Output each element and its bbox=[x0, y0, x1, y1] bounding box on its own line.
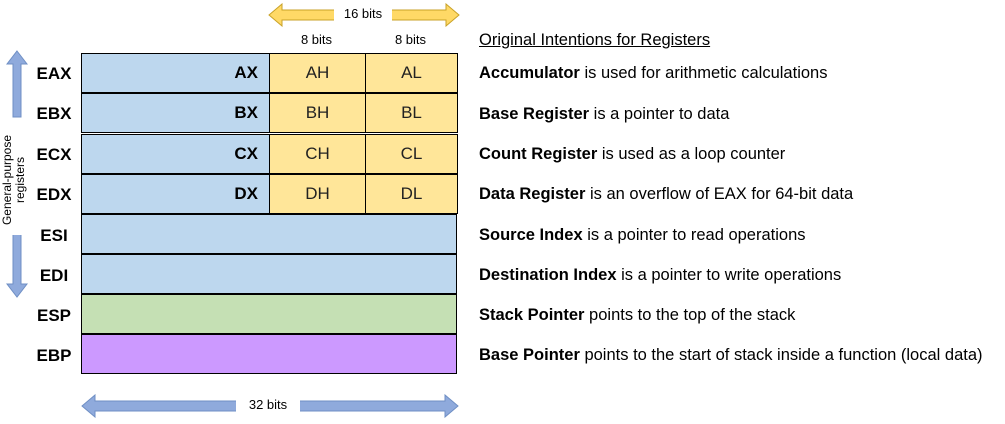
register-name-ebp: EBP bbox=[36, 346, 72, 365]
description-name: Data Register bbox=[479, 185, 586, 203]
description-text: is a pointer to read operations bbox=[582, 226, 806, 244]
description-name: Base Pointer bbox=[479, 346, 580, 364]
register-name-eax: EAX bbox=[36, 64, 72, 83]
register-16bit-dx: DX bbox=[234, 184, 258, 203]
register-row-esp bbox=[81, 294, 457, 334]
register-name-ebx: EBX bbox=[36, 104, 72, 123]
register-row-edx: DX DH DL bbox=[81, 174, 458, 214]
general-purpose-arrow-down bbox=[6, 232, 28, 298]
register-16bit-bx: BX bbox=[234, 103, 258, 122]
general-purpose-arrow-up bbox=[6, 50, 28, 118]
description-ecx: Count Register is used as a loop counter bbox=[479, 144, 785, 164]
general-purpose-label: General-purpose registers bbox=[0, 125, 31, 235]
register-name-esi: ESI bbox=[40, 226, 68, 245]
description-edx: Data Register is an overflow of EAX for … bbox=[479, 184, 853, 204]
register-row-esi bbox=[81, 214, 457, 254]
description-name: Accumulator bbox=[479, 64, 580, 82]
register-row-edi bbox=[81, 254, 457, 294]
description-text: is an overflow of EAX for 64-bit data bbox=[585, 185, 854, 203]
eight-bit-high-label: 8 bits bbox=[300, 32, 333, 47]
register-row-ecx: CX CH CL bbox=[81, 134, 458, 174]
register-low-cl: CL bbox=[365, 134, 458, 174]
register-name-edi: EDI bbox=[39, 266, 69, 285]
sixteen-bit-label: 16 bits bbox=[334, 6, 392, 21]
eight-bit-low-label: 8 bits bbox=[394, 32, 427, 47]
register-row-ebp bbox=[81, 334, 457, 374]
register-name-esp: ESP bbox=[36, 306, 72, 325]
description-text: points to the top of the stack bbox=[584, 306, 796, 324]
register-low-bl: BL bbox=[365, 93, 458, 133]
register-low-dl: DL bbox=[365, 174, 458, 214]
description-esp: Stack Pointer points to the top of the s… bbox=[479, 305, 795, 325]
description-name: Destination Index bbox=[479, 266, 617, 284]
register-high-dh: DH bbox=[269, 174, 366, 214]
register-name-edx: EDX bbox=[36, 185, 72, 204]
register-high-bh: BH bbox=[269, 93, 366, 133]
description-text: is used for arithmetic calculations bbox=[579, 64, 828, 82]
description-eax: Accumulator is used for arithmetic calcu… bbox=[479, 63, 827, 83]
description-edi: Destination Index is a pointer to write … bbox=[479, 265, 841, 285]
register-high-ch: CH bbox=[269, 134, 366, 174]
intentions-heading: Original Intentions for Registers bbox=[479, 31, 711, 49]
description-ebx: Base Register is a pointer to data bbox=[479, 104, 729, 124]
register-row-ebx: BX BH BL bbox=[81, 93, 458, 133]
register-low-al: AL bbox=[365, 53, 458, 93]
thirty-two-bit-label: 32 bits bbox=[236, 397, 300, 412]
description-text: is a pointer to write operations bbox=[616, 266, 842, 284]
description-name: Count Register bbox=[479, 145, 598, 163]
description-text: points to the start of stack inside a fu… bbox=[579, 346, 983, 364]
description-text: is used as a loop counter bbox=[597, 145, 786, 163]
description-text: is a pointer to data bbox=[589, 105, 730, 123]
register-16bit-ax: AX bbox=[234, 63, 258, 82]
description-esi: Source Index is a pointer to read operat… bbox=[479, 225, 806, 245]
description-name: Stack Pointer bbox=[479, 306, 585, 324]
description-name: Base Register bbox=[479, 105, 590, 123]
register-name-ecx: ECX bbox=[36, 145, 72, 164]
register-high-ah: AH bbox=[269, 53, 366, 93]
register-16bit-cx: CX bbox=[234, 144, 258, 163]
description-ebp: Base Pointer points to the start of stac… bbox=[479, 345, 983, 365]
register-row-eax: AX AH AL bbox=[81, 53, 458, 93]
description-name: Source Index bbox=[479, 226, 583, 244]
